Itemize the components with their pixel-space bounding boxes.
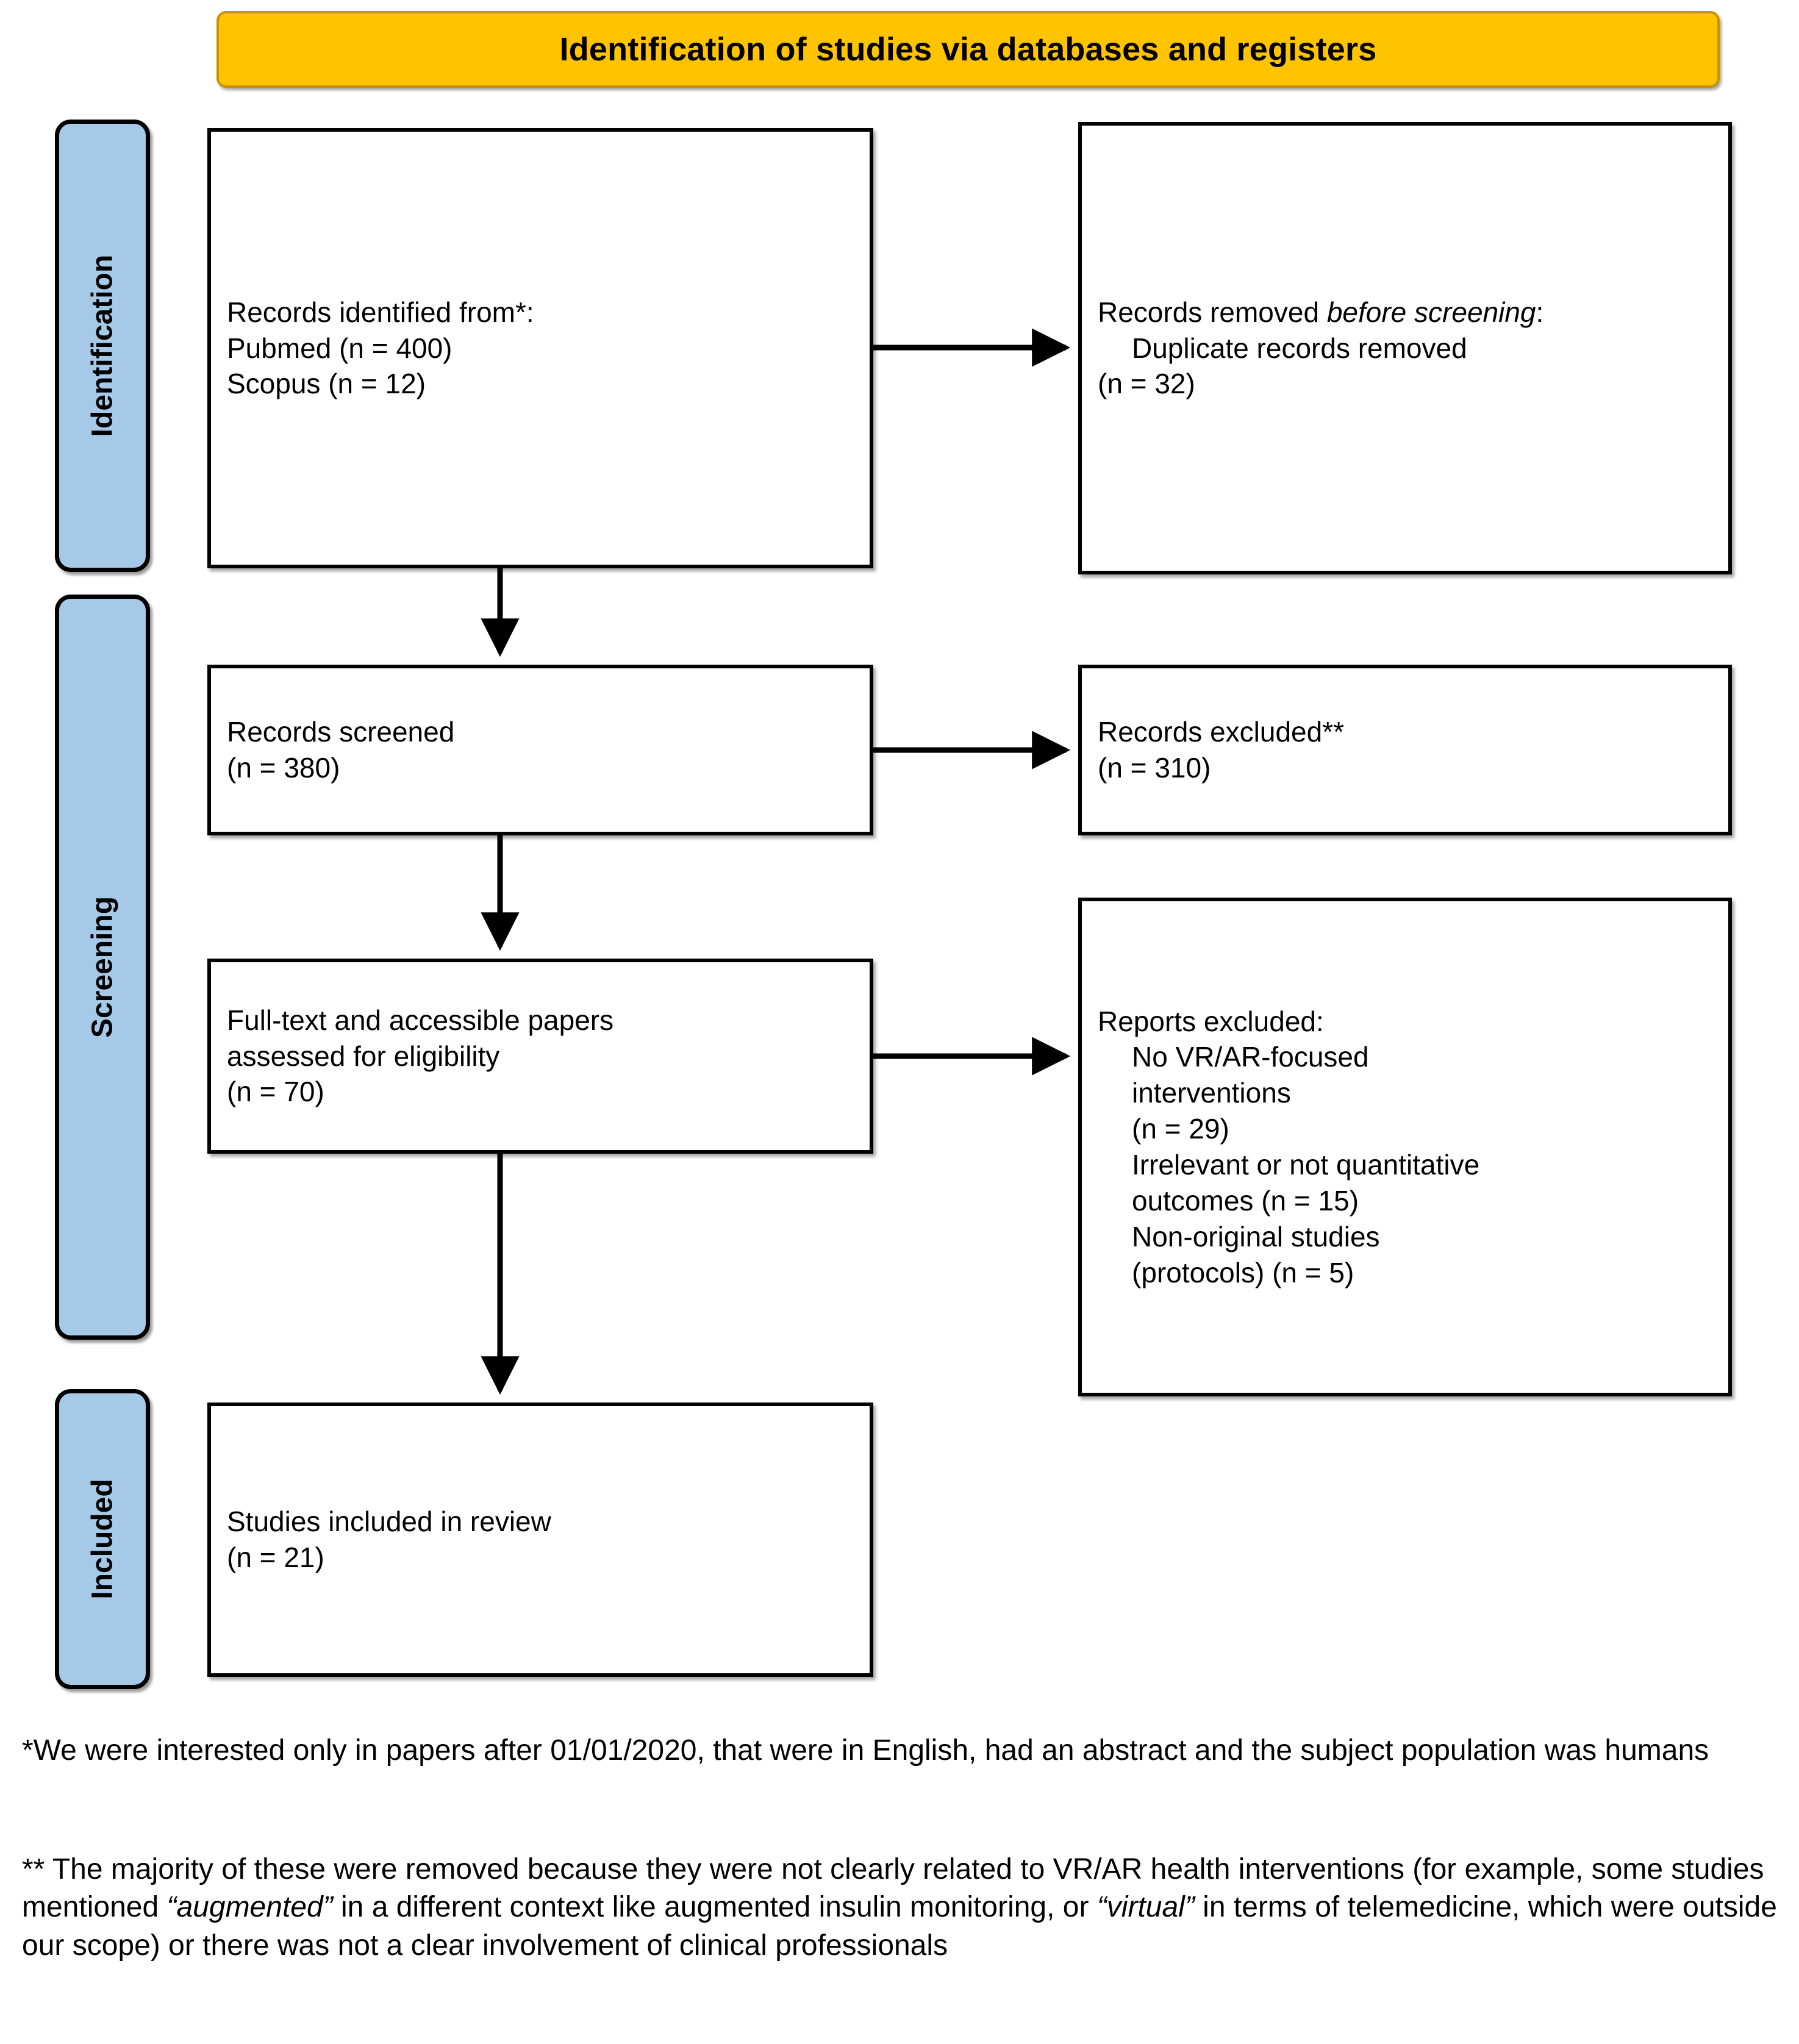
reports-excluded-item-3a: Non-original studies: [1132, 1220, 1380, 1252]
records-screened-line-2: (n = 380): [227, 752, 340, 784]
studies-included-line-1: Studies included in review: [227, 1506, 551, 1538]
box-records-identified: Records identified from*: Pubmed (n = 400…: [207, 128, 873, 568]
footnote-double-asterisk: ** The majority of these were removed be…: [22, 1851, 1778, 1965]
records-screened-line-1: Records screened: [227, 716, 455, 748]
records-identified-line-3: Scopus (n = 12): [227, 368, 426, 400]
diagram-header-banner: Identification of studies via databases …: [216, 11, 1720, 88]
stage-label-identification: Identification: [55, 120, 150, 572]
reports-excluded-item-3b: (protocols) (n = 5): [1132, 1256, 1354, 1288]
studies-included-line-2: (n = 21): [227, 1542, 324, 1573]
stage-label-screening-text: Screening: [86, 896, 119, 1038]
records-removed-item-1-count: (n = 32): [1098, 368, 1195, 400]
reports-excluded-item-2a: Irrelevant or not quantitative: [1132, 1149, 1480, 1181]
footnote-2-part-3: in terms of telemedicine, which were out…: [22, 1891, 1777, 1962]
box-fulltext-assessed: Full-text and accessible papers assessed …: [207, 959, 873, 1154]
records-identified-line-2: Pubmed (n = 400): [227, 332, 452, 364]
stage-label-included-text: Included: [86, 1479, 119, 1599]
footnote-2-italic-augmented: “augmented”: [166, 1891, 333, 1924]
records-excluded-line-1: Records excluded**: [1098, 716, 1345, 748]
box-records-identified-text: Records identified from*: Pubmed (n = 400…: [211, 295, 550, 402]
footnote-2-part-2: in a different context like augmented in…: [332, 1891, 1097, 1924]
banner-title: Identification of studies via databases …: [559, 31, 1377, 68]
box-records-screened-text: Records screened (n = 380): [211, 714, 470, 786]
footnote-asterisk: *We were interested only in papers after…: [22, 1734, 1709, 1767]
stage-label-screening: Screening: [55, 595, 150, 1340]
records-removed-colon: :: [1536, 296, 1544, 328]
fulltext-line-1: Full-text and accessible papers: [227, 1004, 614, 1036]
box-studies-included-text: Studies included in review (n = 21): [211, 1504, 567, 1576]
records-removed-lead: Records removed: [1098, 296, 1327, 328]
stage-label-included: Included: [55, 1389, 150, 1689]
box-records-excluded: Records excluded** (n = 310): [1078, 665, 1732, 835]
records-removed-item-1: Duplicate records removed: [1132, 332, 1467, 364]
footnote-2-part-1: ** The majority of these were removed be…: [22, 1853, 1764, 1924]
reports-excluded-item-2b: outcomes (n = 15): [1132, 1184, 1359, 1217]
reports-excluded-heading: Reports excluded:: [1098, 1005, 1324, 1037]
stage-label-identification-text: Identification: [86, 254, 119, 437]
footnote-2-italic-virtual: “virtual”: [1096, 1891, 1195, 1924]
box-studies-included: Studies included in review (n = 21): [207, 1403, 873, 1677]
box-reports-excluded-text: Reports excluded: No VR/AR-focused interve…: [1082, 1004, 1495, 1291]
fulltext-line-3: (n = 70): [227, 1076, 324, 1108]
box-records-removed-before-screening: Records removed before screening: Duplica…: [1078, 122, 1732, 574]
reports-excluded-item-1-count: (n = 29): [1132, 1113, 1229, 1145]
reports-excluded-item-1b: interventions: [1132, 1077, 1291, 1109]
records-removed-italic: before screening: [1326, 296, 1536, 328]
box-fulltext-assessed-text: Full-text and accessible papers assessed …: [211, 1002, 629, 1110]
fulltext-line-2: assessed for eligibility: [227, 1040, 500, 1072]
box-reports-excluded: Reports excluded: No VR/AR-focused interve…: [1078, 898, 1732, 1396]
records-identified-line-1: Records identified from*:: [227, 296, 534, 328]
box-records-removed-text: Records removed before screening: Duplica…: [1082, 295, 1559, 402]
records-excluded-line-2: (n = 310): [1098, 752, 1211, 784]
reports-excluded-item-1a: No VR/AR-focused: [1132, 1041, 1369, 1073]
box-records-excluded-text: Records excluded** (n = 310): [1082, 714, 1360, 786]
box-records-screened: Records screened (n = 380): [207, 665, 873, 835]
